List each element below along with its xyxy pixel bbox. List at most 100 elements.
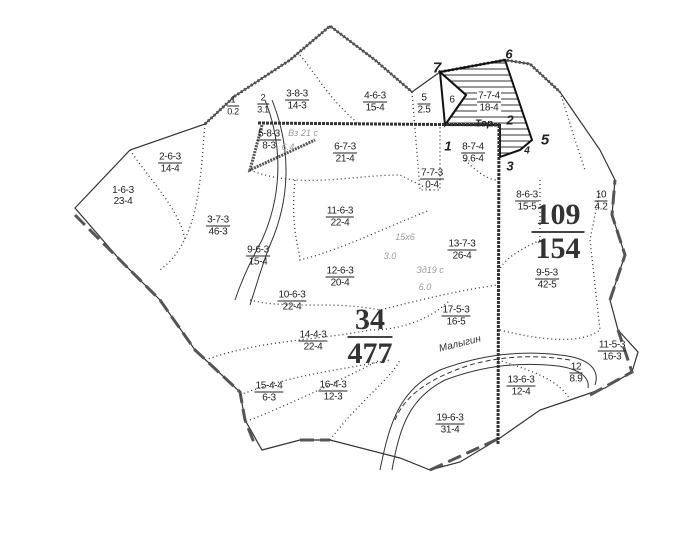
plot-number: 6-7-3 xyxy=(333,141,357,154)
plot-area: 16-5 xyxy=(446,316,466,328)
plot-area: 2.5 xyxy=(417,104,431,116)
plot-area: 21-4 xyxy=(335,153,355,165)
plot-number: 2 xyxy=(257,93,269,105)
plot-area: 22-4 xyxy=(282,301,302,313)
plot-number: 9-5-3 xyxy=(535,267,559,280)
note: 6.0 xyxy=(418,282,432,292)
stream xyxy=(234,99,287,306)
plot-label[interactable]: 6 xyxy=(448,95,455,106)
plot-number: 17-5-3 xyxy=(441,304,471,317)
plot-area: 14-3 xyxy=(287,100,307,112)
plot-number: 11-5-3 xyxy=(597,339,627,352)
boundary-point-2: 2 xyxy=(506,112,514,128)
plot-borders xyxy=(129,54,601,441)
plot-area: 8-3 xyxy=(262,140,276,152)
quarter-line-vertical xyxy=(496,124,501,446)
plot-number: 4-6-3 xyxy=(363,90,387,103)
plot-area: 16-3 xyxy=(602,351,622,363)
outer-boundary xyxy=(74,25,639,471)
plot-area: 31-4 xyxy=(440,424,460,436)
left-boundary-dashed xyxy=(73,179,634,472)
road xyxy=(394,356,571,421)
plot-number: 3-8-3 xyxy=(285,88,309,101)
plot-number: 13-6-3 xyxy=(506,374,536,387)
plot-area: 42-5 xyxy=(537,279,557,291)
plot-number: 8-6-3 xyxy=(515,189,539,202)
plot-number: 5 xyxy=(417,93,431,105)
boundary-point-5: 5 xyxy=(540,131,550,149)
plot-area: 18-4 xyxy=(479,102,499,114)
plot-area: 14-4 xyxy=(160,163,180,175)
plot-number: 3-7-3 xyxy=(206,214,230,227)
plot-area: 0.2 xyxy=(227,106,239,117)
plot-area: 22-4 xyxy=(303,341,323,353)
plot-number: 5-8-3 xyxy=(257,128,281,141)
quarter-line-horizontal xyxy=(257,121,501,127)
plot-number: 14-4-3 xyxy=(298,329,328,342)
plot-number: 6 xyxy=(449,94,455,106)
quarter-area: 154 xyxy=(535,232,581,265)
boundary-point-7: 7 xyxy=(432,59,442,77)
plot-number: 15-4-4 xyxy=(254,380,284,393)
note: Вз 21 с xyxy=(288,128,318,138)
plot-area: 12-4 xyxy=(511,386,531,398)
river xyxy=(379,352,597,471)
plot-number: 10-6-3 xyxy=(277,289,307,302)
boundary-point-1: 1 xyxy=(444,138,452,154)
note: 3.0 xyxy=(383,251,397,261)
plot-area: 20-4 xyxy=(330,277,350,289)
plot-area: 15-4 xyxy=(365,102,385,114)
plot-area: 6-3 xyxy=(262,392,276,404)
boundary-point-tor: Тор xyxy=(475,118,493,130)
plot-number: 1 xyxy=(227,95,239,107)
quarter-area: 477 xyxy=(347,337,393,370)
parcel-6-triangle xyxy=(438,69,468,128)
note: 6.4 xyxy=(281,142,295,152)
plot-number: 19-6-3 xyxy=(435,412,465,425)
plot-number: 13-7-3 xyxy=(447,238,477,251)
plot-number: 1-6-3 xyxy=(112,185,134,196)
plot-number: 12-6-3 xyxy=(325,265,355,278)
plot-area: 3.1 xyxy=(257,104,269,115)
plot-area: 46-3 xyxy=(208,226,228,238)
plot-number: 8-7-4 xyxy=(461,141,485,154)
plot-number: 7-7-3 xyxy=(420,167,444,180)
plot-area: 22-4 xyxy=(330,217,350,229)
plot-number: 12 xyxy=(569,361,583,374)
quarter-number: 109 xyxy=(531,199,585,233)
plot-area: 0-4 xyxy=(425,179,439,191)
plot-area: 15-5 xyxy=(517,201,537,213)
